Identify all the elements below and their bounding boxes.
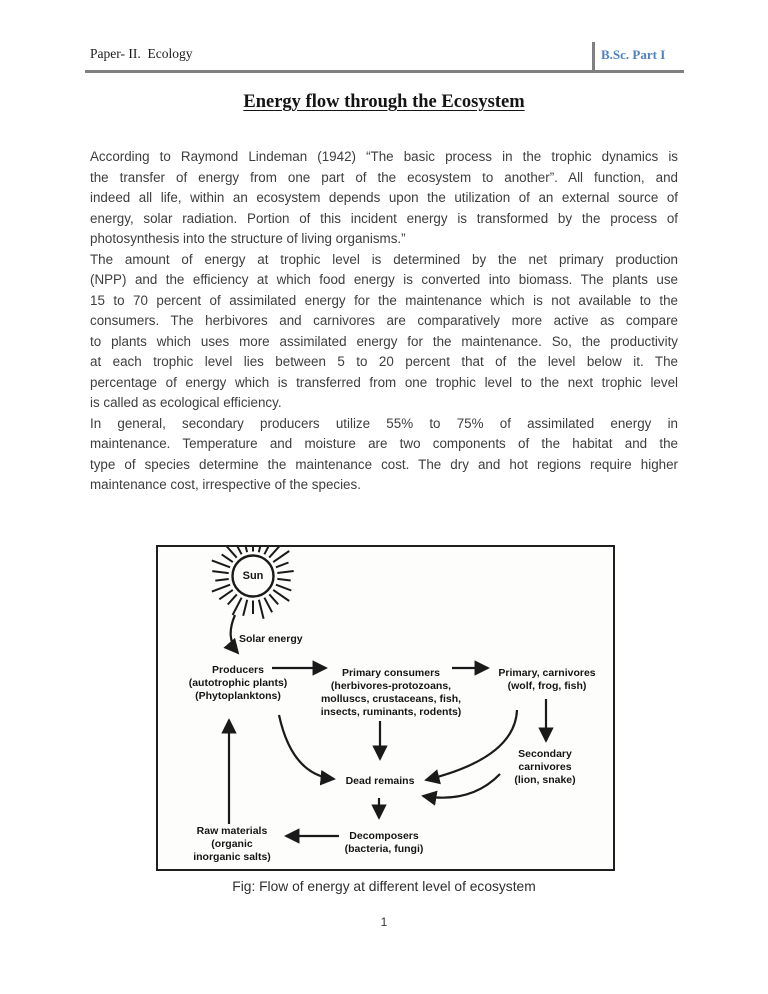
header-rule: [85, 70, 684, 73]
node-decomposers-line: (bacteria, fungi): [344, 843, 424, 855]
node-secondary-carnivores-line: carnivores: [518, 761, 572, 773]
node-decomposers: Decomposers (bacteria, fungi): [345, 830, 424, 856]
node-secondary-carnivores-line: (lion, snake): [514, 774, 576, 786]
header-course-label: Paper- II. Ecology: [90, 46, 193, 61]
node-dead-remains: Dead remains: [345, 775, 415, 787]
header-divider-bar: [592, 42, 595, 72]
node-primary-consumers-line: Primary consumers: [341, 667, 441, 679]
body-line: consumers. The herbivores and carnivores…: [90, 313, 678, 328]
node-producers-line: Producers: [212, 664, 264, 676]
body-line: According to Raymond Lindeman (1942) “Th…: [90, 149, 678, 164]
figure-caption: Fig: Flow of energy at different level o…: [232, 879, 536, 894]
node-producers-line: (autotrophic plants): [188, 677, 288, 689]
body-line: 15 to 70 percent of assimilated energy f…: [90, 292, 678, 308]
node-raw-materials: Raw materials (organic inorganic salts): [193, 825, 271, 864]
node-raw-materials-line: (organic: [211, 838, 253, 850]
node-primary-consumers-line: (herbivores-protozoans,: [330, 680, 452, 692]
label-solar-energy: Solar energy: [239, 633, 303, 645]
body-line: the transfer of energy from one part of …: [90, 169, 678, 185]
body-line: photosynthesis into the structure of liv…: [90, 231, 406, 246]
node-primary-carnivores-line: Primary, carnivores: [498, 667, 596, 679]
node-producers-line: (Phytoplanktons): [195, 690, 281, 702]
body-line: In general, secondary producers utilize …: [90, 415, 678, 431]
body-text: According to Raymond Lindeman (1942) “Th…: [90, 147, 678, 496]
node-sun: Sun: [242, 570, 264, 582]
node-primary-carnivores-line: (wolf, frog, fish): [507, 680, 587, 692]
node-primary-consumers-line: molluscs, crustaceans, fish,: [320, 693, 462, 705]
body-line: energy, solar radiation. Portion of this…: [90, 210, 678, 226]
node-primary-carnivores: Primary, carnivores (wolf, frog, fish): [498, 667, 595, 693]
header-program-label: B.Sc. Part I: [601, 47, 666, 62]
body-line: at each trophic level lies between 5 to …: [90, 354, 678, 369]
body-line: indeed all life, within an ecosystem dep…: [90, 190, 678, 205]
node-raw-materials-line: inorganic salts): [193, 851, 271, 863]
sun-icon: [211, 547, 294, 619]
node-primary-consumers: Primary consumers (herbivores-protozoans…: [321, 667, 462, 719]
arrow-sun-to-producers: [223, 614, 240, 655]
body-line: (NPP) and the efficiency at which food e…: [90, 272, 678, 287]
body-line: is called as ecological efficiency.: [90, 395, 282, 410]
node-producers: Producers (autotrophic plants) (Phytopla…: [189, 664, 288, 703]
arrow-secondary-carnivores-to-dead-remains: [421, 773, 501, 806]
node-decomposers-line: Decomposers: [349, 830, 419, 842]
body-line: type of species determine the maintenanc…: [90, 456, 678, 472]
node-primary-consumers-line: insects, ruminants, rodents): [320, 706, 462, 718]
arrow-primary-carnivores-to-dead-remains: [424, 709, 519, 785]
arrow-producers-to-dead-remains: [277, 714, 336, 786]
node-secondary-carnivores-line: Secondary: [518, 748, 572, 760]
node-raw-materials-line: Raw materials: [196, 825, 268, 837]
body-line: The amount of energy at trophic level is…: [90, 251, 678, 267]
body-line: to plants which uses more assimilated en…: [90, 333, 678, 349]
body-line: maintenance cost, irrespective of the sp…: [90, 477, 361, 492]
diagram-artwork: [211, 547, 554, 844]
body-line: percentage of energy which is transferre…: [90, 374, 678, 390]
node-secondary-carnivores: Secondary carnivores (lion, snake): [514, 748, 575, 787]
body-line: maintenance. Temperature and moisture ar…: [90, 436, 678, 451]
energy-flow-diagram: Sun Solar energy Producers (autotrophic …: [156, 545, 615, 871]
page-title: Energy flow through the Ecosystem: [243, 92, 525, 112]
page-number: 1: [380, 915, 388, 929]
